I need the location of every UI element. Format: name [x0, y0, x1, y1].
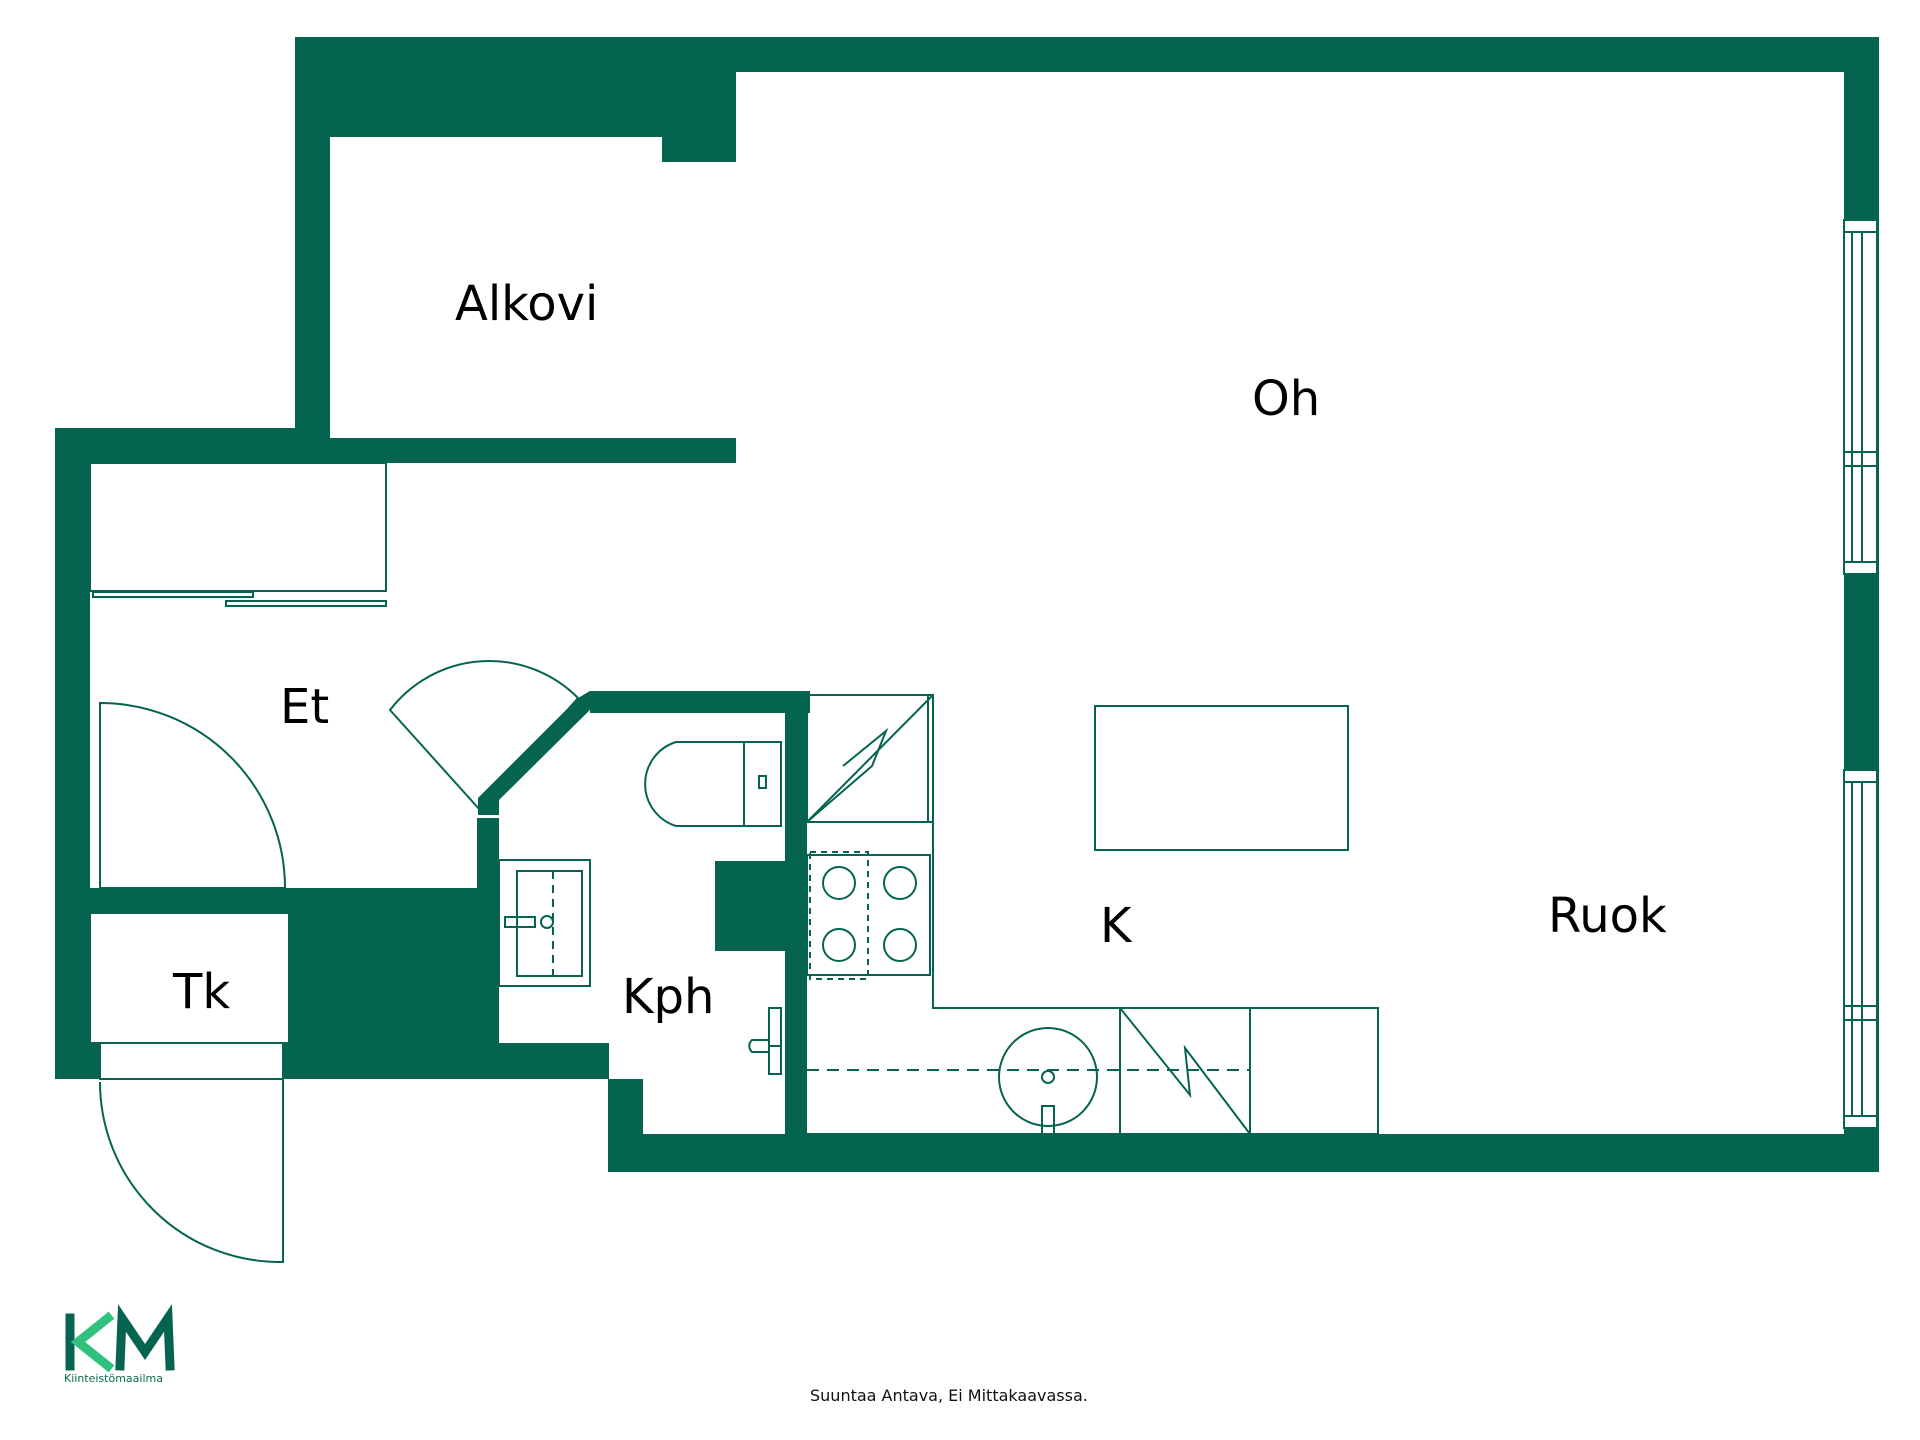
washbasin — [498, 859, 591, 987]
room-label-k: K — [1100, 898, 1133, 954]
door-swing-entry — [99, 1079, 284, 1264]
room-label-oh: Oh — [1252, 371, 1320, 427]
toilet — [644, 741, 744, 827]
windows — [1843, 219, 1878, 1129]
kitchen-sink — [998, 1027, 1098, 1127]
room-label-kph: Kph — [622, 969, 714, 1025]
km-monogram — [65, 1304, 175, 1373]
walls — [55, 37, 1879, 1172]
room-label-tk: Tk — [172, 964, 230, 1020]
fixtures — [89, 462, 1379, 1264]
room-labels: Alkovi Oh Et Tk Kph K Ruok — [172, 276, 1667, 1025]
wardrobe — [89, 462, 387, 592]
brand-name: Kiinteistömaailma — [64, 1372, 163, 1385]
door-swing-bath — [388, 660, 579, 811]
door-swing-hall — [99, 701, 286, 889]
scale-disclaimer: Suuntaa Antava, Ei Mittakaavassa. — [810, 1386, 1088, 1405]
room-label-ruok: Ruok — [1548, 888, 1667, 944]
room-label-et: Et — [280, 679, 329, 735]
kitchen-island — [1094, 705, 1349, 851]
shower-mixer — [768, 1007, 782, 1075]
bath-entry-wall — [478, 691, 600, 815]
room-label-alkovi: Alkovi — [455, 276, 598, 332]
brand-logo: Kiinteistömaailma — [64, 1304, 175, 1385]
